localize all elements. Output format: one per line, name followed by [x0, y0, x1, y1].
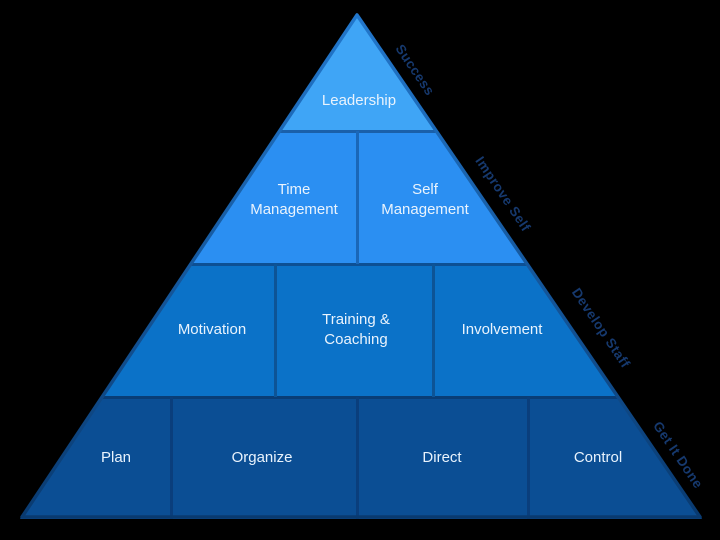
cell-involvement: Involvement: [461, 320, 543, 338]
cell-plan: Plan: [100, 448, 132, 466]
cell-control: Control: [573, 448, 623, 466]
level-3-divider-2: [432, 264, 435, 397]
level-2-divider: [356, 131, 359, 264]
cell-motivation: Motivation: [177, 320, 247, 338]
cell-training-coaching: Training & Coaching: [322, 310, 390, 348]
level-4-divider-2: [356, 397, 359, 519]
cell-leadership: Leadership: [321, 91, 397, 109]
level-3-4-separator: [20, 396, 702, 399]
management-skills-pyramid: Leadership Time Management Self Manageme…: [20, 13, 702, 519]
cell-direct: Direct: [422, 448, 462, 466]
pyramid-level-1-band: [20, 13, 702, 131]
level-4-divider-3: [527, 397, 530, 519]
level-2-3-separator: [20, 263, 702, 266]
cell-time-management: Time Management: [250, 180, 338, 218]
cell-organize: Organize: [231, 448, 293, 466]
level-1-2-separator: [20, 130, 702, 133]
pyramid-level-2-band: [20, 131, 702, 264]
level-4-divider-1: [170, 397, 173, 519]
level-3-divider-1: [274, 264, 277, 397]
cell-self-management: Self Management: [381, 180, 469, 218]
